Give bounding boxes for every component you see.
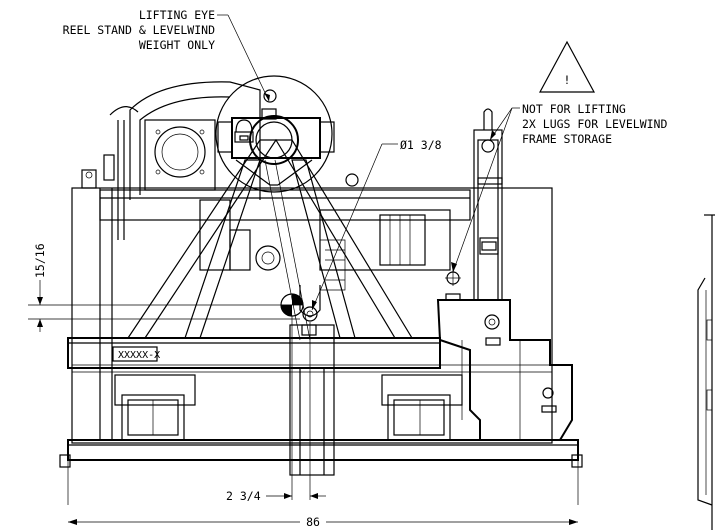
a-frame (126, 139, 414, 341)
overall-dimension: 86 (68, 515, 578, 529)
lifting-eye-note: LIFTING EYE REEL STAND & LEVELWIND WEIGH… (63, 8, 270, 102)
not-for-lifting-note: NOT FOR LIFTING 2X LUGS FOR LEVELWIND FR… (451, 102, 667, 273)
overall-width-label: 86 (306, 515, 320, 529)
vertical-dimension: 15/16 (28, 243, 300, 332)
horizontal-offset-label: 2 3/4 (226, 489, 261, 503)
warning-mark: ! (564, 73, 571, 87)
center-post (289, 324, 335, 476)
offset-dimension: 2 3/4 (226, 316, 326, 503)
not-for-lifting-label: NOT FOR LIFTING (522, 102, 626, 116)
side-view-partial (697, 214, 715, 530)
cross-beam: XXXXX-X (67, 337, 441, 369)
lifting-shackle (299, 285, 321, 322)
base-skid (59, 439, 583, 505)
frame-storage-label: FRAME STORAGE (522, 132, 612, 146)
reel-stand-label: REEL STAND & LEVELWIND (63, 23, 215, 37)
warning-triangle-icon: ! (538, 40, 596, 93)
diameter-callout: Ø1 3/8 (311, 138, 442, 311)
vertical-offset-label: 15/16 (33, 243, 47, 278)
lift-head (215, 75, 335, 193)
diameter-label: Ø1 3/8 (400, 138, 442, 152)
lifting-eye-label: LIFTING EYE (139, 8, 215, 22)
rear-frame (71, 187, 553, 444)
jack-pads (114, 374, 463, 441)
weight-only-label: WEIGHT ONLY (139, 38, 215, 52)
lugs-label: 2X LUGS FOR LEVELWIND (522, 117, 667, 131)
motor (199, 173, 499, 291)
reel-drum (81, 81, 261, 240)
plate-label: XXXXX-X (118, 350, 160, 361)
